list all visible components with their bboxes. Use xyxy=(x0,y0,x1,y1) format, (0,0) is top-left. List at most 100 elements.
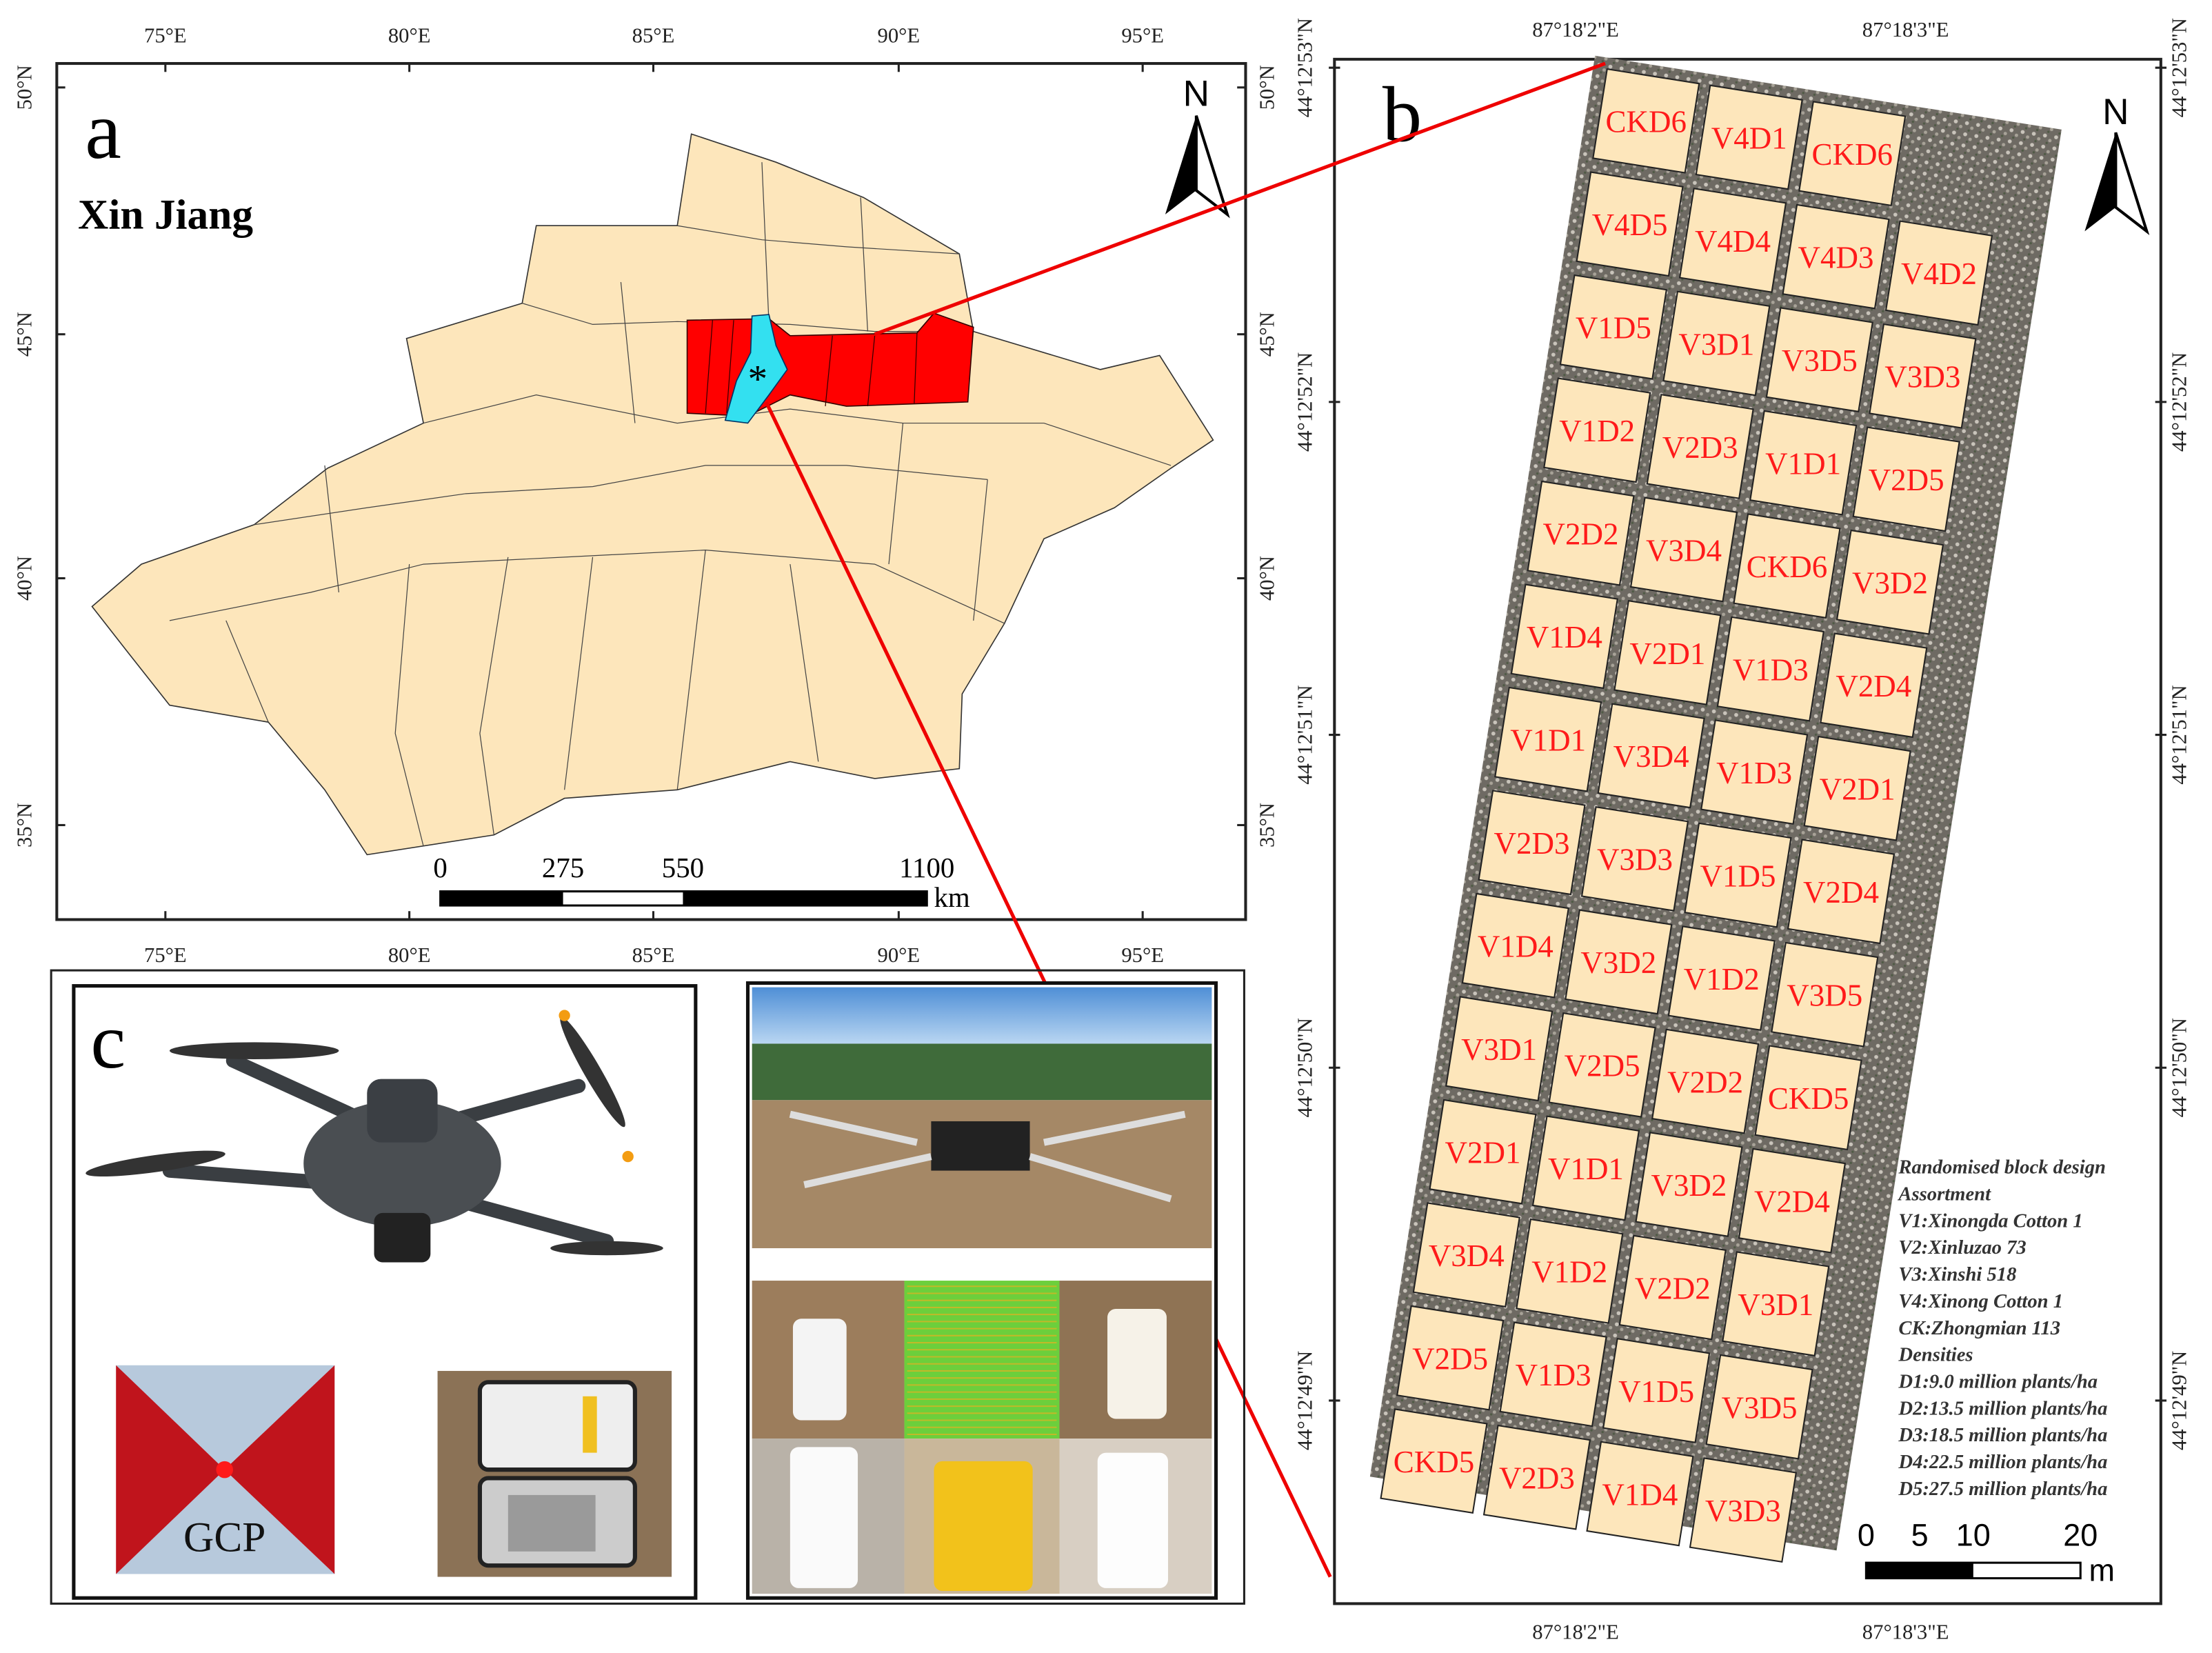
plot-rect xyxy=(1461,892,1569,999)
lat-tick-label: 35°N xyxy=(1255,803,1278,848)
legend-line: D2:13.5 million plants/ha xyxy=(1898,1397,2107,1419)
scale-tick: 10 xyxy=(1956,1518,1991,1553)
plot-cell: V3D1 xyxy=(1722,1251,1830,1357)
legend-line: D4:22.5 million plants/ha xyxy=(1898,1451,2107,1473)
plot-label: V2D2 xyxy=(1667,1065,1743,1099)
scale-tick: 1100 xyxy=(899,852,954,883)
plot-label: V3D5 xyxy=(1787,979,1862,1013)
plot-cell: V2D4 xyxy=(1787,839,1896,945)
plot-label: V3D3 xyxy=(1705,1494,1781,1528)
plot-label: V3D2 xyxy=(1580,945,1656,980)
lon-tick-label: 87°18'2"E xyxy=(1532,1621,1619,1644)
plot-rect xyxy=(1445,996,1554,1102)
plot-label: V1D4 xyxy=(1478,930,1554,964)
plot-cell: V4D2 xyxy=(1884,220,1993,326)
plot-rect xyxy=(1516,1218,1624,1324)
lon-tick-label: 75°E xyxy=(144,943,187,967)
panel-c-frame xyxy=(50,969,1245,1605)
plot-cell: V2D2 xyxy=(1618,1234,1727,1341)
plot-label: V1D5 xyxy=(1618,1374,1694,1409)
plot-cell: V3D3 xyxy=(1689,1457,1797,1563)
plot-rect xyxy=(1646,394,1754,499)
multispectral-image xyxy=(904,1281,1060,1439)
plot-rect xyxy=(1618,1234,1727,1341)
plot-cell: V3D1 xyxy=(1445,996,1554,1102)
connector-line xyxy=(874,61,1606,337)
plot-label: V3D3 xyxy=(1597,843,1673,877)
plot-label: V4D2 xyxy=(1901,257,1977,291)
plot-cell: V1D2 xyxy=(1667,925,1776,1031)
north-label-b: N xyxy=(2102,92,2129,132)
lat-tick-label: 44°12'51"N xyxy=(1294,685,1317,784)
plot-cell: V4D4 xyxy=(1678,188,1787,293)
plot-label: V3D4 xyxy=(1429,1239,1505,1273)
plot-cell: V2D5 xyxy=(1396,1305,1505,1411)
plot-cell: V3D3 xyxy=(1580,806,1689,912)
lat-tick-label: 44°12'53"N xyxy=(1294,18,1317,117)
plot-label: V1D1 xyxy=(1548,1152,1624,1186)
study-county xyxy=(724,314,788,424)
panel-a-label: a xyxy=(85,85,121,176)
plot-label: CKD5 xyxy=(1768,1081,1849,1116)
plot-rect xyxy=(1771,941,1879,1048)
scale-tick: 275 xyxy=(542,852,584,883)
plot-label: V3D4 xyxy=(1646,533,1722,568)
plot-cell: V1D2 xyxy=(1543,377,1651,483)
plot-label: V1D5 xyxy=(1700,859,1776,893)
plot-cell: V2D3 xyxy=(1482,1424,1591,1530)
plot-rect xyxy=(1782,203,1890,310)
legend-line: V1:Xinongda Cotton 1 xyxy=(1898,1210,2082,1232)
lon-tick-label: 80°E xyxy=(388,943,431,967)
scale-bar-m: 0 5 10 20 m xyxy=(1858,1518,2115,1588)
plot-rect xyxy=(1602,1338,1711,1443)
spraying-drone-photo xyxy=(752,987,1212,1249)
plot-label: V3D3 xyxy=(1884,360,1960,394)
north-label: N xyxy=(1183,73,1209,114)
plot-cell: V1D1 xyxy=(1494,686,1602,792)
plot-label: V1D2 xyxy=(1559,414,1635,448)
plot-rect xyxy=(1678,188,1787,293)
county-boundaries xyxy=(169,162,1172,847)
lat-tick-label: 44°12'52"N xyxy=(2168,352,2191,452)
plot-cell: V2D4 xyxy=(1738,1148,1847,1254)
plot-label: CKD5 xyxy=(1394,1445,1474,1479)
plot-rect xyxy=(1548,1012,1656,1118)
plot-rect xyxy=(1662,290,1771,397)
lat-tick-label: 40°N xyxy=(1255,556,1278,601)
lat-tick-label: 35°N xyxy=(13,803,37,848)
plot-label: V1D4 xyxy=(1527,620,1602,654)
plot-rect xyxy=(1684,822,1792,928)
plot-label: V2D2 xyxy=(1635,1271,1711,1305)
lat-tick-label: 50°N xyxy=(13,65,37,110)
plot-cell: V1D5 xyxy=(1559,274,1667,380)
plot-label: V2D3 xyxy=(1499,1461,1575,1496)
plot-cell: V1D2 xyxy=(1516,1218,1624,1324)
plot-rect xyxy=(1765,307,1873,413)
plot-label: V1D1 xyxy=(1765,446,1841,481)
plot-cell: V2D4 xyxy=(1820,632,1928,739)
lat-tick-label: 45°N xyxy=(13,312,37,357)
plot-cell: V1D3 xyxy=(1716,616,1824,722)
reagent-photos xyxy=(752,1281,1212,1594)
plot-cell: V1D1 xyxy=(1531,1115,1640,1221)
plot-cell: V3D4 xyxy=(1412,1202,1520,1308)
plot-cell: V3D2 xyxy=(1635,1132,1743,1237)
plot-rect xyxy=(1803,735,1911,841)
plot-label: V2D2 xyxy=(1543,517,1619,552)
plot-rect xyxy=(1412,1202,1520,1308)
plot-rect xyxy=(1527,480,1635,586)
plot-rect xyxy=(1629,497,1738,603)
plot-cell: V1D5 xyxy=(1602,1338,1711,1443)
plot-label: V1D4 xyxy=(1602,1477,1678,1512)
plot-rect xyxy=(1884,220,1993,326)
plot-rect xyxy=(1494,686,1602,792)
plot-label: V1D2 xyxy=(1684,962,1760,996)
plot-cell: CKD5 xyxy=(1380,1408,1488,1514)
plot-label: V2D4 xyxy=(1803,875,1879,910)
plot-rect xyxy=(1738,1148,1847,1254)
plot-label: V3D1 xyxy=(1678,327,1754,361)
lat-tick-label: 44°12'51"N xyxy=(2168,685,2191,784)
legend-line: Densities xyxy=(1898,1344,1973,1366)
plot-label: V1D3 xyxy=(1733,652,1809,687)
